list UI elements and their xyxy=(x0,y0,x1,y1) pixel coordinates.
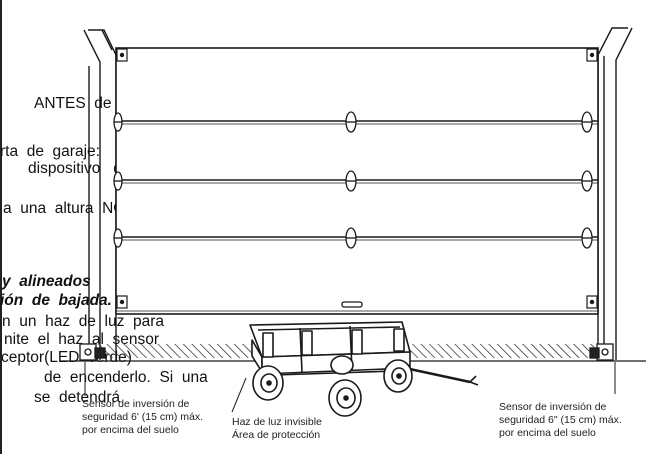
bg-text-line-2: rta de garaje: xyxy=(0,143,100,160)
wagon xyxy=(249,321,479,417)
garage-door xyxy=(115,47,599,315)
left-safety-sensor xyxy=(79,343,106,361)
hinge-left-1 xyxy=(113,112,123,132)
hinge-right-3 xyxy=(581,227,593,249)
hinge-right-1 xyxy=(581,111,593,133)
hinge-right-2 xyxy=(581,170,593,192)
wagon-wheel-front-right xyxy=(383,359,413,393)
left-door-jamb xyxy=(83,29,117,360)
leader-lines xyxy=(84,362,616,413)
hinge-center-1 xyxy=(345,111,357,133)
bg-text-line-11: se detendrá xyxy=(34,389,121,406)
right-door-jamb xyxy=(597,27,633,360)
hinge-left-3 xyxy=(113,228,123,248)
left-margin-rule xyxy=(0,0,2,454)
hinge-center-3 xyxy=(345,227,357,249)
bg-text-line-5: y alineados xyxy=(2,273,91,290)
caption-right-sensor: Sensor de inversión de seguridad 6" (15 … xyxy=(499,401,622,439)
hinge-center-2 xyxy=(345,170,357,192)
door-corner-brackets xyxy=(116,48,598,309)
bg-text-line-10: de encenderlo. Si una xyxy=(44,369,208,386)
wagon-wheel-front-left xyxy=(328,379,362,417)
wagon-wheel-rear-left xyxy=(252,365,284,401)
door-hinges xyxy=(113,111,593,249)
door-handle xyxy=(341,301,363,308)
caption-light-beam: Haz de luz invisible Área de protección xyxy=(232,416,322,441)
caption-left-sensor: Sensor de inversión de seguridad 6' (15 … xyxy=(82,398,204,436)
wagon-wheel-rear-right xyxy=(330,355,354,375)
bg-text-line-7: n un haz de luz para xyxy=(2,313,164,330)
right-safety-sensor xyxy=(589,343,614,361)
bg-text-line-6: ión de bajada. xyxy=(0,292,112,309)
hinge-left-2 xyxy=(113,171,123,191)
